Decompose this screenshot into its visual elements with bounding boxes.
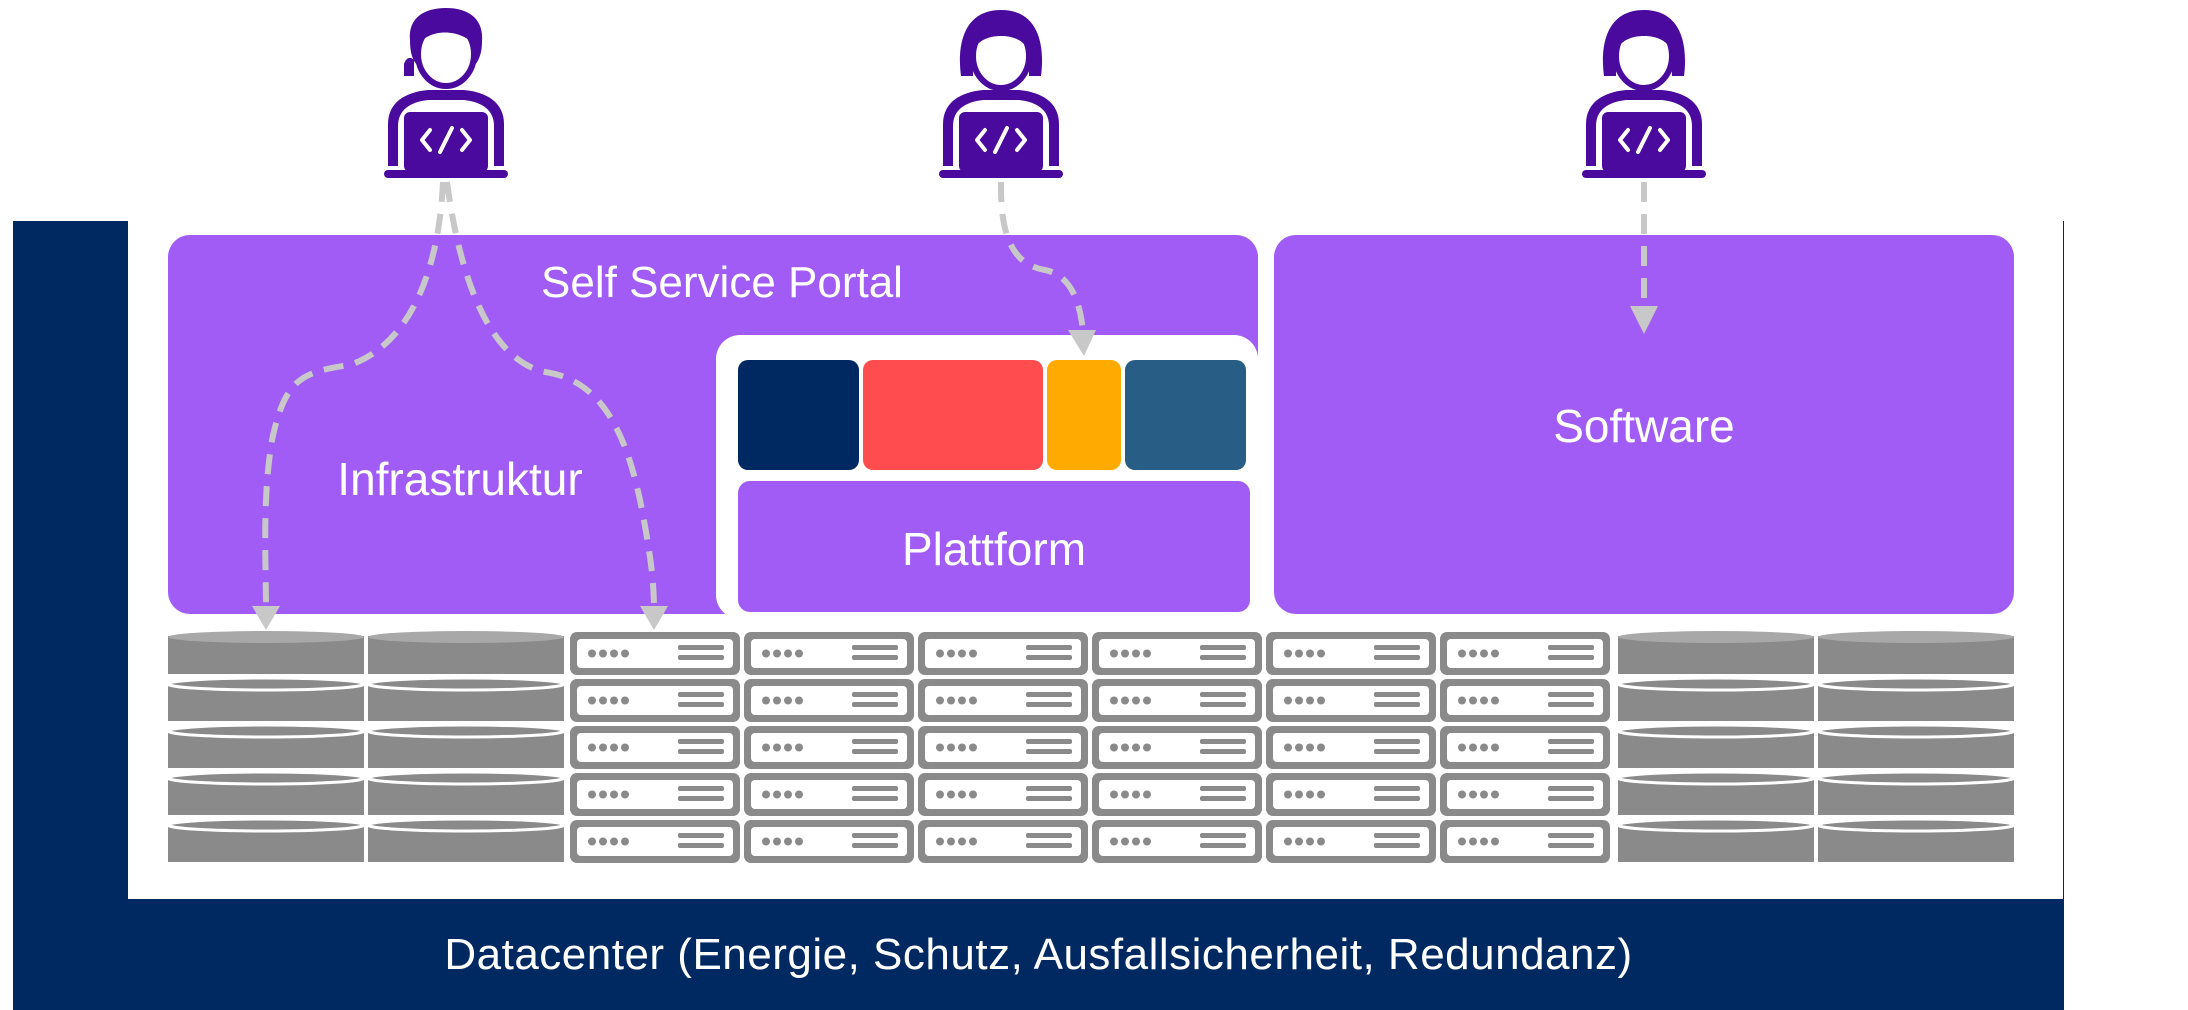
platform-tile-teal bbox=[1125, 360, 1246, 470]
platform-tile-navy bbox=[738, 360, 859, 470]
self-service-portal-label: Self Service Portal bbox=[541, 258, 903, 307]
platform-label: Plattform bbox=[901, 523, 1087, 575]
infrastructure-label: Infrastruktur bbox=[337, 453, 583, 505]
developer-icon bbox=[939, 10, 1063, 178]
platform-tile-red bbox=[863, 360, 1043, 470]
platform-tile-orange bbox=[1047, 360, 1121, 470]
developer-icon bbox=[384, 8, 508, 178]
software-label: Software bbox=[1553, 400, 1735, 452]
developer-icon bbox=[1582, 10, 1706, 178]
datacenter-label: Datacenter (Energie, Schutz, Ausfallsich… bbox=[444, 930, 1633, 979]
platform-panel bbox=[738, 481, 1250, 612]
